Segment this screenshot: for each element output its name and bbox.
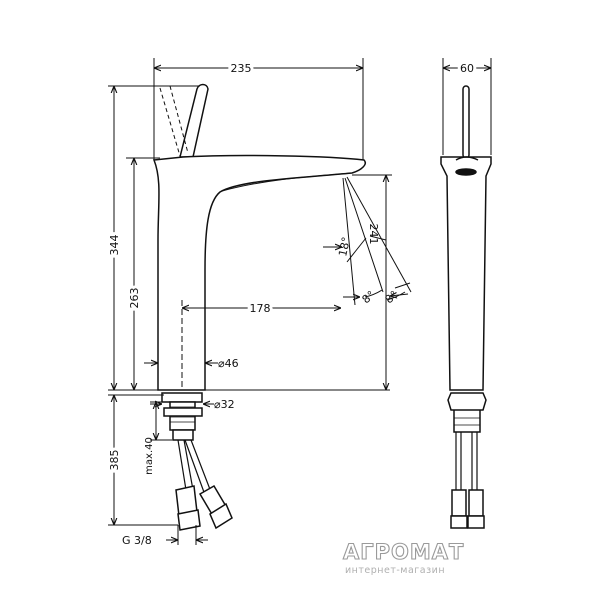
faucet-front-view [152, 83, 366, 531]
dim-angle-8b: 8° [383, 288, 401, 306]
dim-width-top: 235 [231, 62, 252, 75]
watermark-tagline: интернет-магазин [345, 565, 445, 576]
dim-hose-length: 385 [108, 450, 121, 471]
faucet-side-view [440, 85, 492, 529]
dim-diameter-46: ⌀46 [218, 357, 239, 370]
watermark-brand: АГРОМАТ [343, 540, 464, 564]
dimension-lines [108, 58, 492, 545]
dim-angle-8a: 8° [360, 288, 378, 306]
dim-reach: 178 [250, 302, 271, 315]
side-body [440, 156, 492, 391]
base-ring [161, 392, 203, 403]
dim-spout-height: 241 [367, 224, 380, 245]
dim-max-thickness: max.40 [144, 437, 155, 475]
dim-height-total: 344 [108, 235, 121, 256]
side-lever [462, 85, 470, 159]
hoses [177, 439, 212, 496]
faucet-body [152, 154, 366, 391]
dim-angle-18: 18° [336, 236, 353, 258]
water-jet-lines [342, 176, 412, 306]
dim-thread: G 3/8 [122, 534, 152, 547]
dim-diameter-32: ⌀32 [214, 398, 235, 411]
lever-handle [179, 83, 209, 158]
dim-height-body: 263 [128, 288, 141, 309]
dim-side-width: 60 [460, 62, 474, 75]
